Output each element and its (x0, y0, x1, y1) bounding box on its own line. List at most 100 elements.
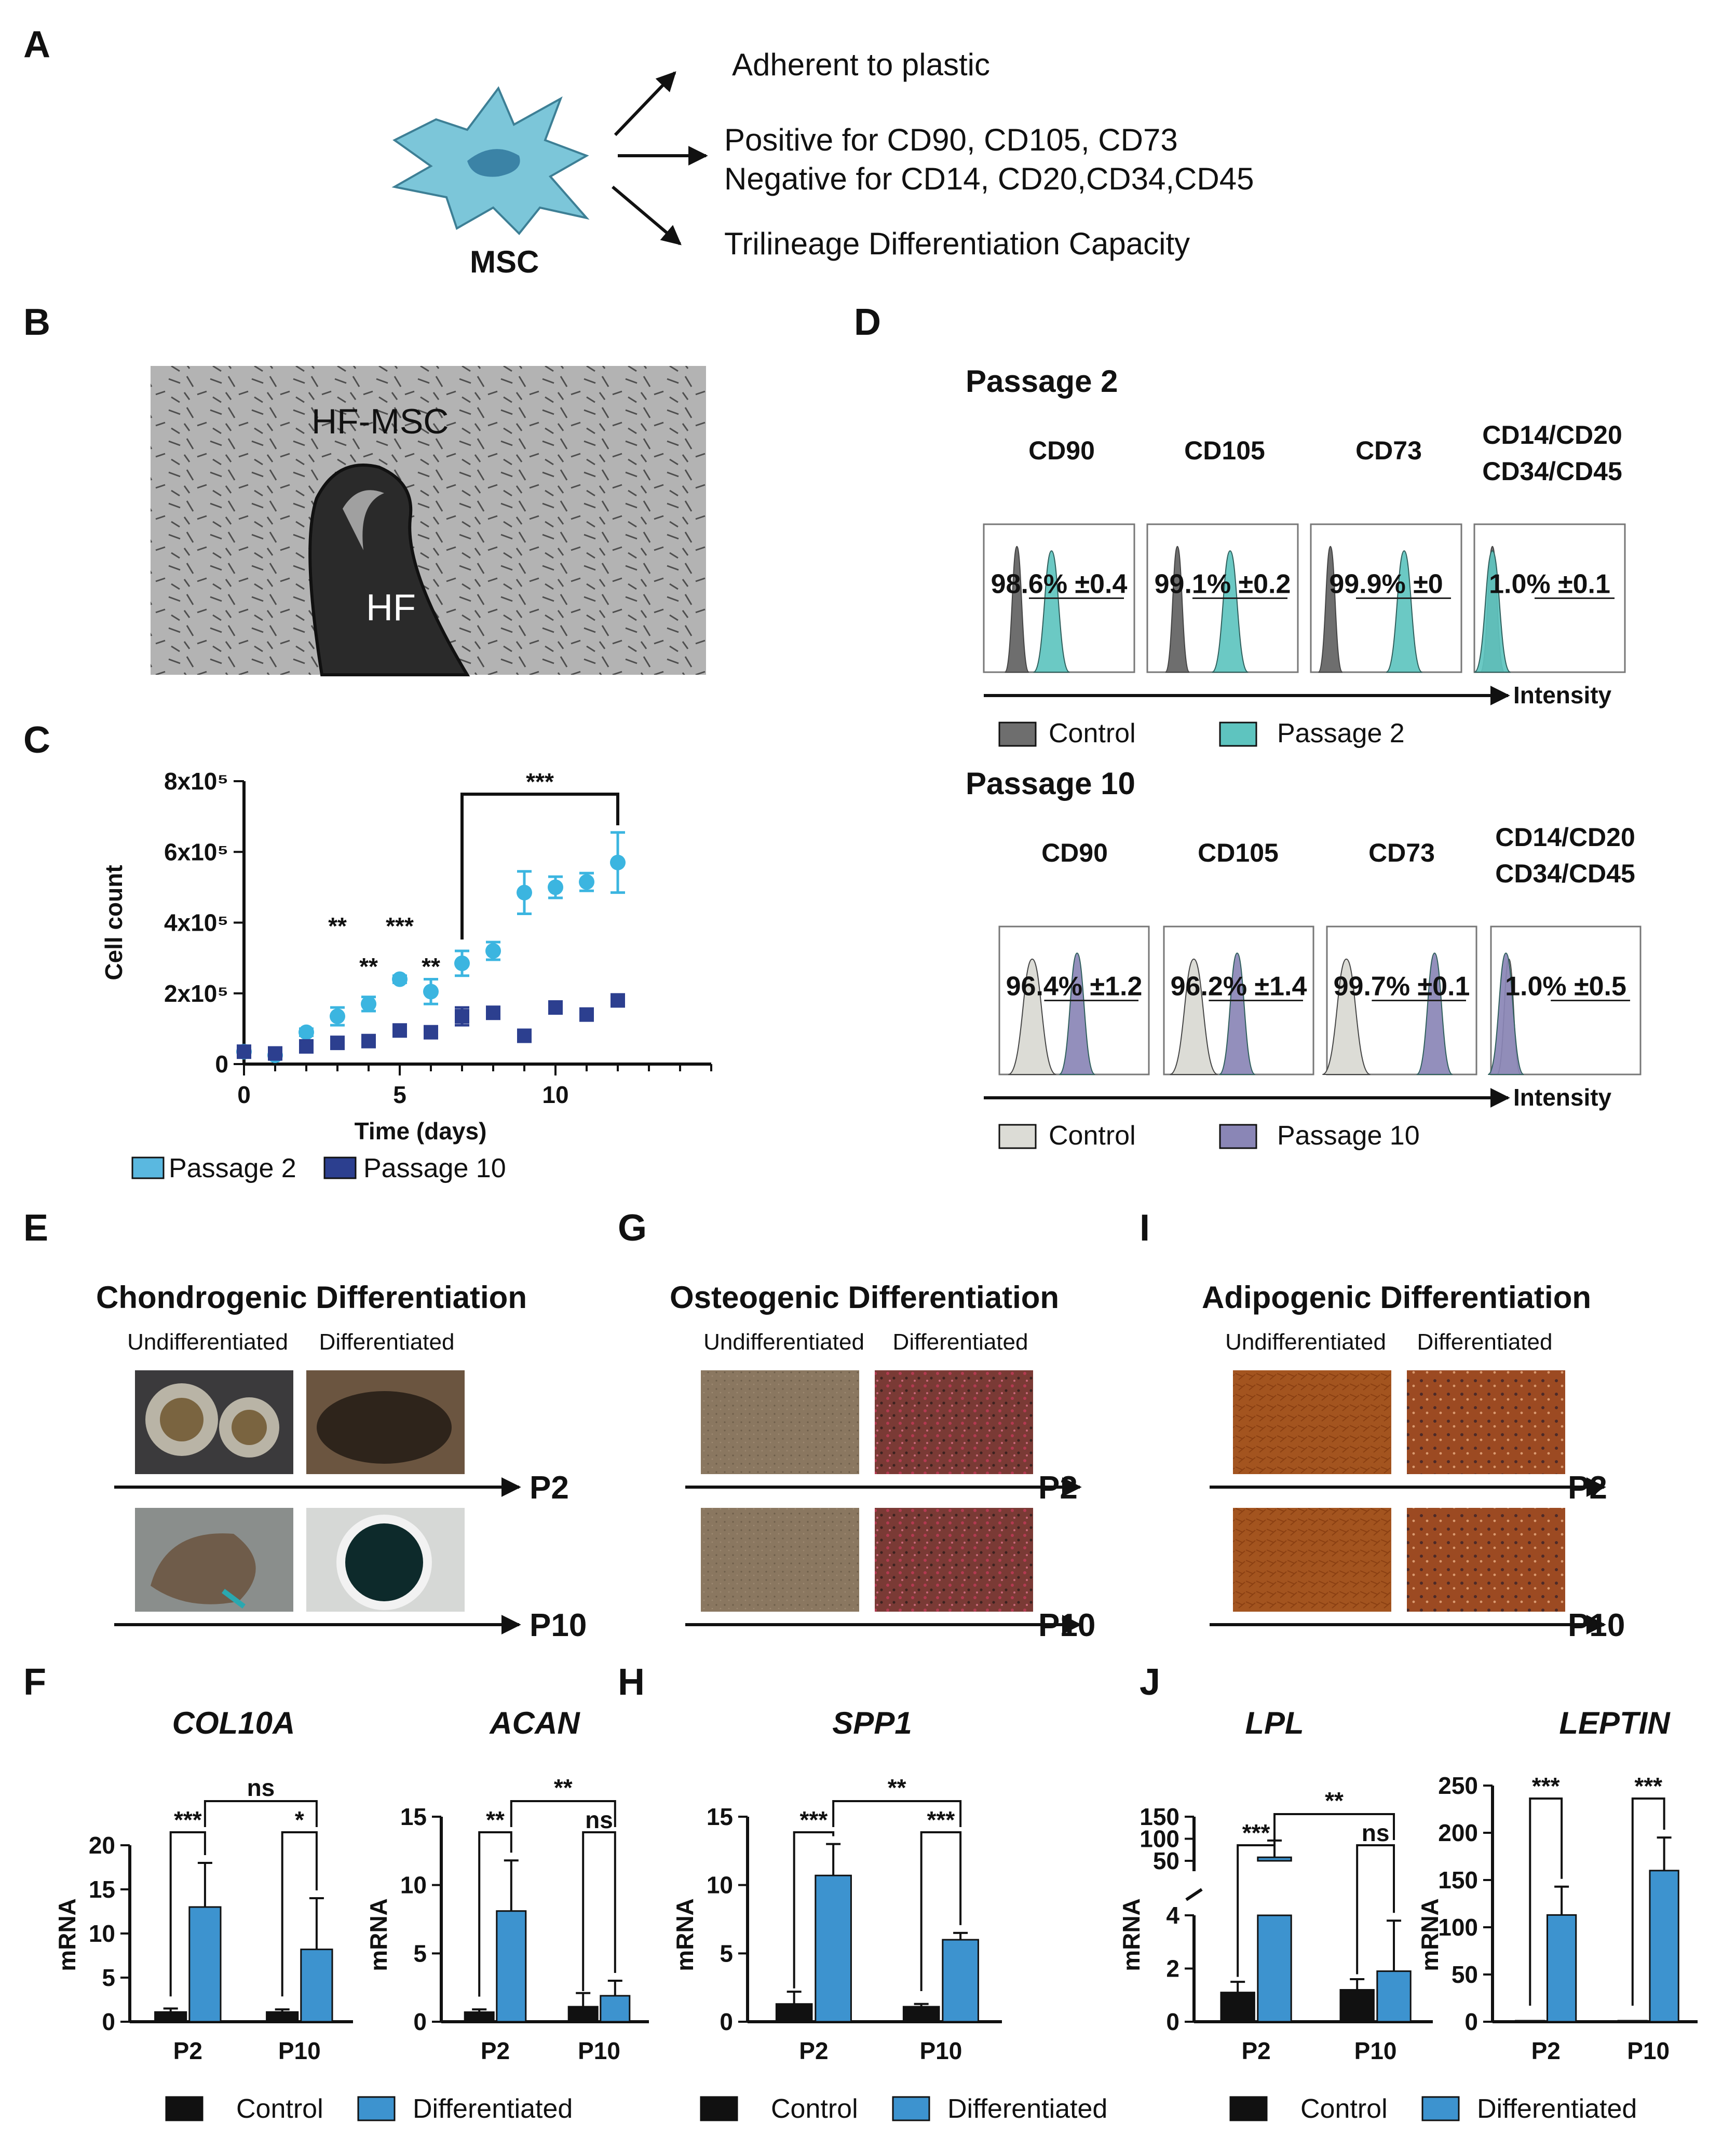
sample-histogram (1416, 952, 1453, 1075)
x-group-label: P10 (919, 2037, 962, 2064)
significance-bracket (281, 1831, 318, 1997)
legend-swatch-differentiated (357, 2096, 396, 2121)
y-tick-label: 15 (400, 1803, 427, 1830)
point-passage-10 (486, 1005, 500, 1020)
micro-label-hf-msc: HF-MSC (311, 402, 449, 441)
point-passage-2 (610, 854, 626, 870)
pellet (232, 1410, 267, 1445)
percentage-label: 99.7% ±0.1 (1334, 972, 1470, 1002)
label-p2: P2 (1568, 1470, 1607, 1506)
y-tick-label: 5 (102, 1964, 115, 1991)
label-p2: P2 (1038, 1470, 1078, 1506)
significance-label: *** (927, 1806, 955, 1833)
msc-nucleus (467, 149, 520, 177)
significance-label: *** (526, 768, 554, 795)
msc-diagram: MSC Adherent to plastic Positive for CD9… (391, 47, 1254, 279)
control-histogram (1008, 958, 1056, 1075)
significance-label: ** (554, 1774, 573, 1801)
y-axis-title: mRNA (671, 1898, 698, 1971)
legend-label-control: Control (1049, 718, 1136, 748)
y-tick-label: 150 (1438, 1867, 1478, 1894)
x-group-label: P10 (278, 2037, 321, 2064)
legend-swatch-passage-10 (323, 1156, 357, 1179)
x-group-label: P10 (1627, 2037, 1670, 2064)
significance-bracket (582, 1831, 616, 1992)
bar-control (464, 2011, 495, 2023)
marker-label: CD34/CD45 (1495, 859, 1635, 888)
point-passage-2 (485, 943, 501, 959)
percentage-label: 99.9% ±0 (1329, 569, 1443, 600)
y-tick-label: 0 (102, 2008, 115, 2035)
panel-label-f: F (23, 1662, 46, 1703)
micrograph-hf-msc: HF-MSC HF (151, 366, 706, 676)
y-axis-title: mRNA (1118, 1898, 1145, 1971)
y-tick-label: 100 (1438, 1914, 1478, 1941)
point-passage-2 (330, 1009, 345, 1025)
bar-control (1617, 2020, 1648, 2023)
diff-title-chondro: Chondrogenic Differentiation (96, 1280, 527, 1315)
sample-histogram (1386, 550, 1423, 673)
significance-label: ns (247, 1774, 275, 1801)
point-passage-10 (548, 1000, 563, 1015)
label-p10: P10 (530, 1608, 587, 1643)
y-axis-title: mRNA (53, 1898, 80, 1971)
label-undifferentiated: Undifferentiated (1225, 1329, 1386, 1355)
criterion-trilineage: Trilineage Differentiation Capacity (724, 226, 1190, 261)
point-passage-2 (454, 955, 470, 971)
point-passage-10 (517, 1028, 532, 1043)
label-undifferentiated: Undifferentiated (127, 1329, 288, 1355)
x-tick-label: 0 (237, 1081, 251, 1108)
sample-histogram (1487, 952, 1524, 1075)
significance-label: ns (1362, 1819, 1390, 1846)
significance-label: ** (888, 1774, 906, 1801)
panel-label-g: G (618, 1207, 647, 1249)
y-tick-label: 4 (1166, 1902, 1179, 1929)
legend-label-passage-10: Passage 10 (363, 1153, 506, 1183)
legend-swatch-control (700, 2096, 738, 2121)
pellet (151, 1533, 256, 1604)
significance-bracket (510, 1800, 616, 1827)
arrow-criterion-3 (612, 185, 682, 246)
legend-swatch-passage (1219, 1124, 1257, 1149)
legend-label-differentiated: Differentiated (1477, 2094, 1637, 2124)
chart-title: COL10A (172, 1706, 295, 1740)
legend-label-control: Control (771, 2094, 858, 2124)
significance-label: ** (422, 953, 440, 980)
control-histogram (1318, 546, 1343, 673)
chart-title: SPP1 (832, 1706, 912, 1740)
significance-bracket (460, 793, 619, 939)
significance-bracket (1273, 1813, 1395, 1840)
micrograph-adipo (1233, 1370, 1391, 1474)
y-tick-label: 0 (1464, 2008, 1478, 2035)
significance-bracket (920, 1831, 962, 1992)
point-passage-10 (299, 1039, 314, 1054)
legend-swatch-control (1229, 2096, 1268, 2121)
y-tick-label: 10 (400, 1872, 427, 1899)
bar-control (902, 2006, 940, 2023)
y-axis-title: mRNA (1416, 1898, 1443, 1971)
y-axis-title: Cell count (100, 865, 127, 980)
intensity-label: Intensity (1513, 682, 1612, 709)
significance-bracket (832, 1800, 962, 1827)
micrograph-adipo (1233, 1508, 1391, 1612)
label-p10: P10 (1038, 1608, 1095, 1643)
significance-label: *** (174, 1806, 202, 1833)
bar-control (266, 2011, 299, 2023)
y-tick-label: 10 (89, 1920, 115, 1947)
bar-differentiated (1257, 1856, 1292, 1862)
micrograph-osteo (875, 1508, 1033, 1612)
y-tick-label: 6x10⁵ (164, 838, 228, 865)
significance-bracket (169, 1831, 206, 1997)
legend-swatch-differentiated (892, 2096, 930, 2121)
criterion-adherent: Adherent to plastic (732, 47, 990, 82)
significance-label: ** (359, 953, 378, 980)
panel-label-d: D (854, 302, 881, 343)
chart-title: ACAN (489, 1706, 580, 1740)
pellet (345, 1523, 423, 1601)
x-group-label: P2 (481, 2037, 510, 2064)
legend-label-passage-2: Passage 2 (169, 1153, 296, 1183)
y-tick-label: 150 (1140, 1803, 1179, 1830)
stain (222, 1589, 246, 1609)
